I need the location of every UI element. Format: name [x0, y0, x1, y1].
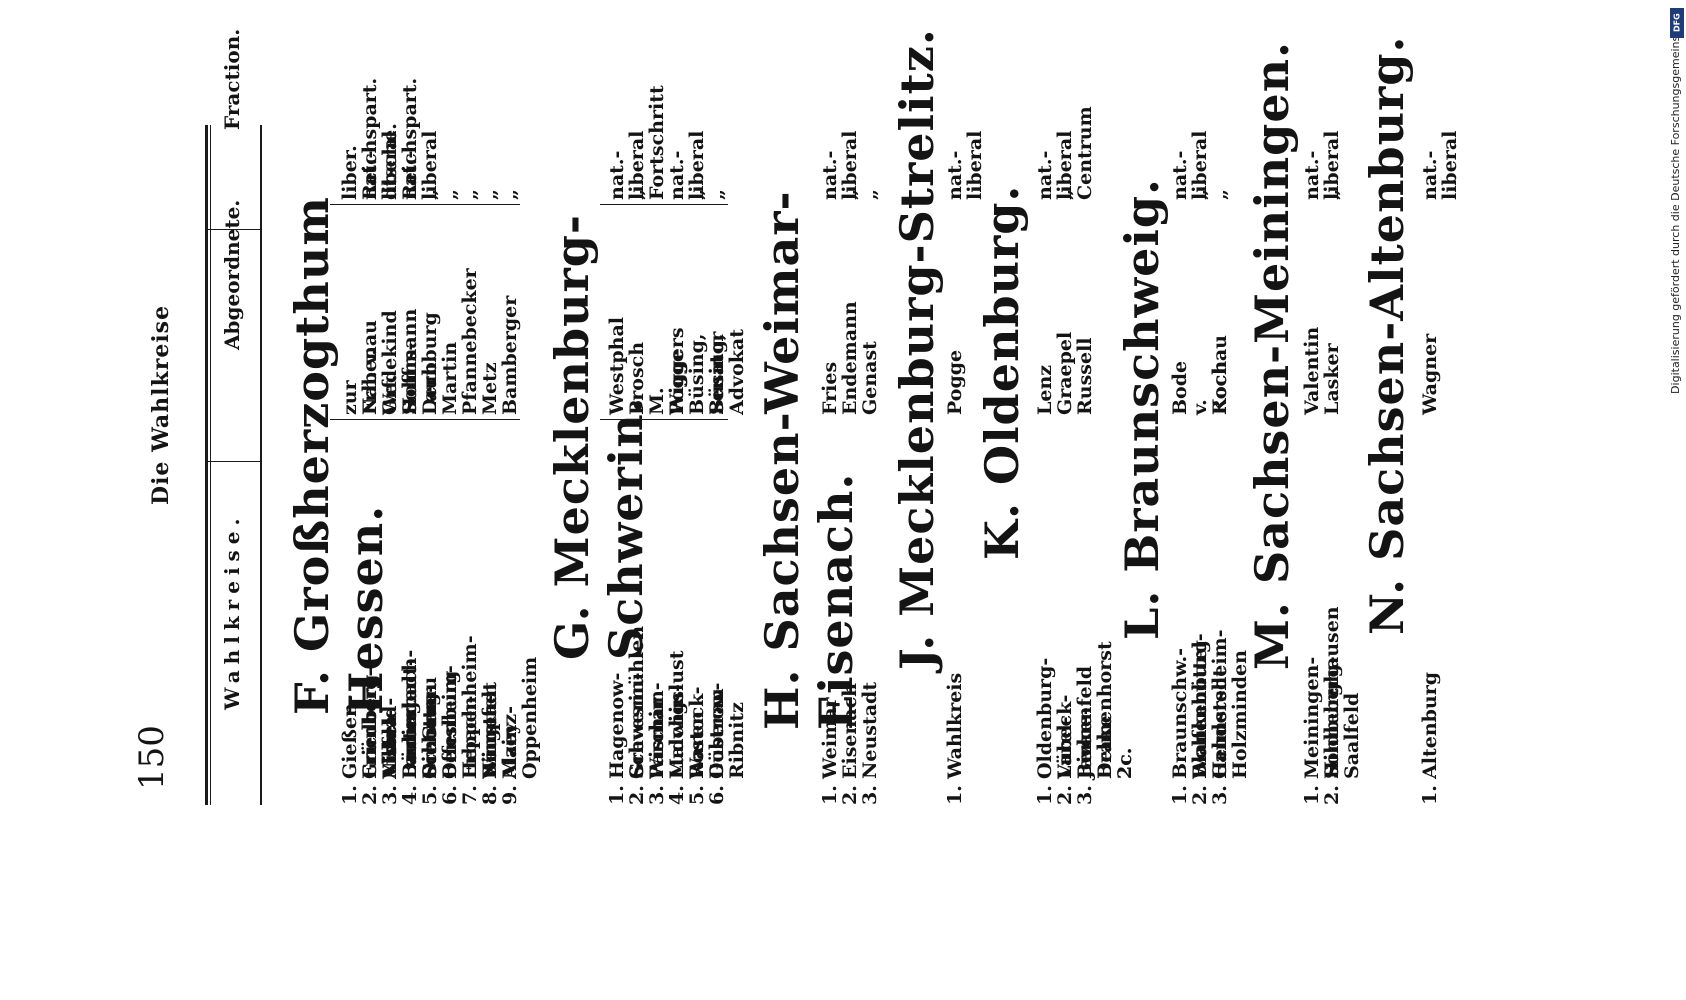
row-number: 7. [459, 785, 481, 805]
deputy-name: Hoffmann [399, 308, 421, 415]
digitization-note: Digitalisierung gefördert durch die Deut… [1669, 8, 1682, 394]
deputy-name: Martin [439, 341, 461, 415]
column-separator [600, 419, 728, 420]
fraction-name: „ [1209, 189, 1231, 200]
district-name: Wahlkreis [944, 672, 966, 779]
page-number: 150 [132, 725, 172, 790]
fraction-name: „ [626, 189, 648, 200]
deputy-name: Endemann [839, 301, 861, 415]
section-title: J. Mecklenburg-Strelitz. [890, 28, 944, 670]
section-title: K. Oldenburg. [975, 184, 1029, 560]
column-header-deputy: Abgeordnete. [220, 199, 244, 350]
row-number: 9. [499, 785, 521, 805]
deputy-name: Fries [819, 361, 841, 415]
column-separator [600, 204, 728, 205]
district-name: Weimar [819, 697, 841, 779]
row-number: 1. [1034, 785, 1056, 805]
section-title: M. Sachsen-Meiningen. [1245, 40, 1299, 670]
deputy-name: Bode [1169, 360, 1191, 415]
deputy-name: Metz [479, 362, 501, 415]
fraction-name: „ [706, 189, 728, 200]
deputy-name: Wagner [1419, 333, 1441, 415]
column-header-fraction: Fraction. [220, 28, 244, 130]
column-header-district: Wahlkreise. [220, 512, 244, 710]
fraction-name: Fortschritt [646, 85, 668, 200]
section-title: L. Braunschweig. [1115, 177, 1169, 640]
column-separator [330, 419, 520, 420]
deputy-name: Pogge [666, 349, 688, 415]
running-head: Die Wahlkreise [148, 304, 174, 505]
row-number: 2. [626, 785, 648, 805]
fraction-name: „ [479, 189, 501, 200]
district-name: Eisenach [839, 683, 861, 779]
header-divider-1 [205, 461, 262, 462]
fraction-name: „ [1054, 189, 1076, 200]
fraction-name: „ [1189, 189, 1211, 200]
row-number: 5. [686, 785, 708, 805]
row-number: 3. [646, 785, 668, 805]
district-name: Güstrow-Ribnitz [706, 682, 748, 779]
row-number: 3. [859, 785, 881, 805]
row-number: 2. [839, 785, 861, 805]
deputy-name: Lenz [1034, 364, 1056, 415]
fraction-name: „ [859, 189, 881, 200]
district-name: Gandersheim-Holzminden [1209, 629, 1251, 779]
table-top-rule-thin [210, 125, 211, 805]
fraction-name: „ [439, 189, 461, 200]
row-number: 6. [706, 785, 728, 805]
row-number: 1. [1419, 785, 1441, 805]
district-name: Altenburg [1419, 671, 1441, 779]
district-name: Berne-Delmenhorst 2c. [1074, 641, 1136, 779]
fraction-name: „ [499, 189, 521, 200]
column-separator [330, 204, 520, 205]
deputy-name: Prosch [626, 341, 648, 415]
deputy-name: Russell [1074, 337, 1096, 415]
row-number: 4. [399, 785, 421, 805]
fraction-name: „ [839, 189, 861, 200]
deputy-name: Valentin [1301, 326, 1323, 415]
district-name: Sonneberg-Saalfeld [1321, 656, 1363, 779]
deputy-name: Büsing, Advokat [706, 329, 748, 415]
row-number: 1. [944, 785, 966, 805]
row-number: 2. [359, 785, 381, 805]
table-top-rule [205, 125, 208, 805]
deputy-name: Pogge [944, 349, 966, 415]
row-number: 5. [419, 785, 441, 805]
row-number: 1. [1301, 785, 1323, 805]
row-number: 1. [339, 785, 361, 805]
row-number: 4. [666, 785, 688, 805]
deputy-name: Graepel [1054, 331, 1076, 415]
row-number: 1. [606, 785, 628, 805]
fraction-name: „ [1321, 189, 1343, 200]
section-title: G. Mecklenburg-Schwerin. [545, 213, 653, 660]
fraction-name: Centrum [1074, 106, 1096, 200]
deputy-name: Westphal [606, 317, 628, 415]
district-name: Neustadt [859, 681, 881, 779]
row-number: 1. [1169, 785, 1191, 805]
dfg-logo-icon: DFG [1670, 8, 1684, 38]
row-number: 3. [1209, 785, 1231, 805]
fraction-name: „ [686, 189, 708, 200]
row-number: 2. [1189, 785, 1211, 805]
district-name: Mainz-Oppenheim [499, 656, 541, 779]
fraction-name: „ [419, 189, 441, 200]
row-number: 1. [819, 785, 841, 805]
row-number: 8. [479, 785, 501, 805]
row-number: 6. [439, 785, 461, 805]
fraction-name: nat.-liberal [1419, 130, 1461, 200]
deputy-name: Dernburg [419, 312, 441, 415]
deputy-name: Bamberger [499, 295, 521, 415]
deputy-name: Genast [859, 341, 881, 415]
row-number: 2. [1321, 785, 1343, 805]
row-number: 3. [379, 785, 401, 805]
section-title: N. Sachsen-Altenburg. [1360, 35, 1414, 635]
table-header-rule [260, 125, 262, 805]
row-number: 3. [1074, 785, 1096, 805]
row-number: 2. [1054, 785, 1076, 805]
deputy-name: Pfannebecker [459, 268, 481, 415]
deputy-name: Lasker [1321, 343, 1343, 415]
deputy-name: Koch [1209, 360, 1231, 415]
fraction-name: „ [459, 189, 481, 200]
